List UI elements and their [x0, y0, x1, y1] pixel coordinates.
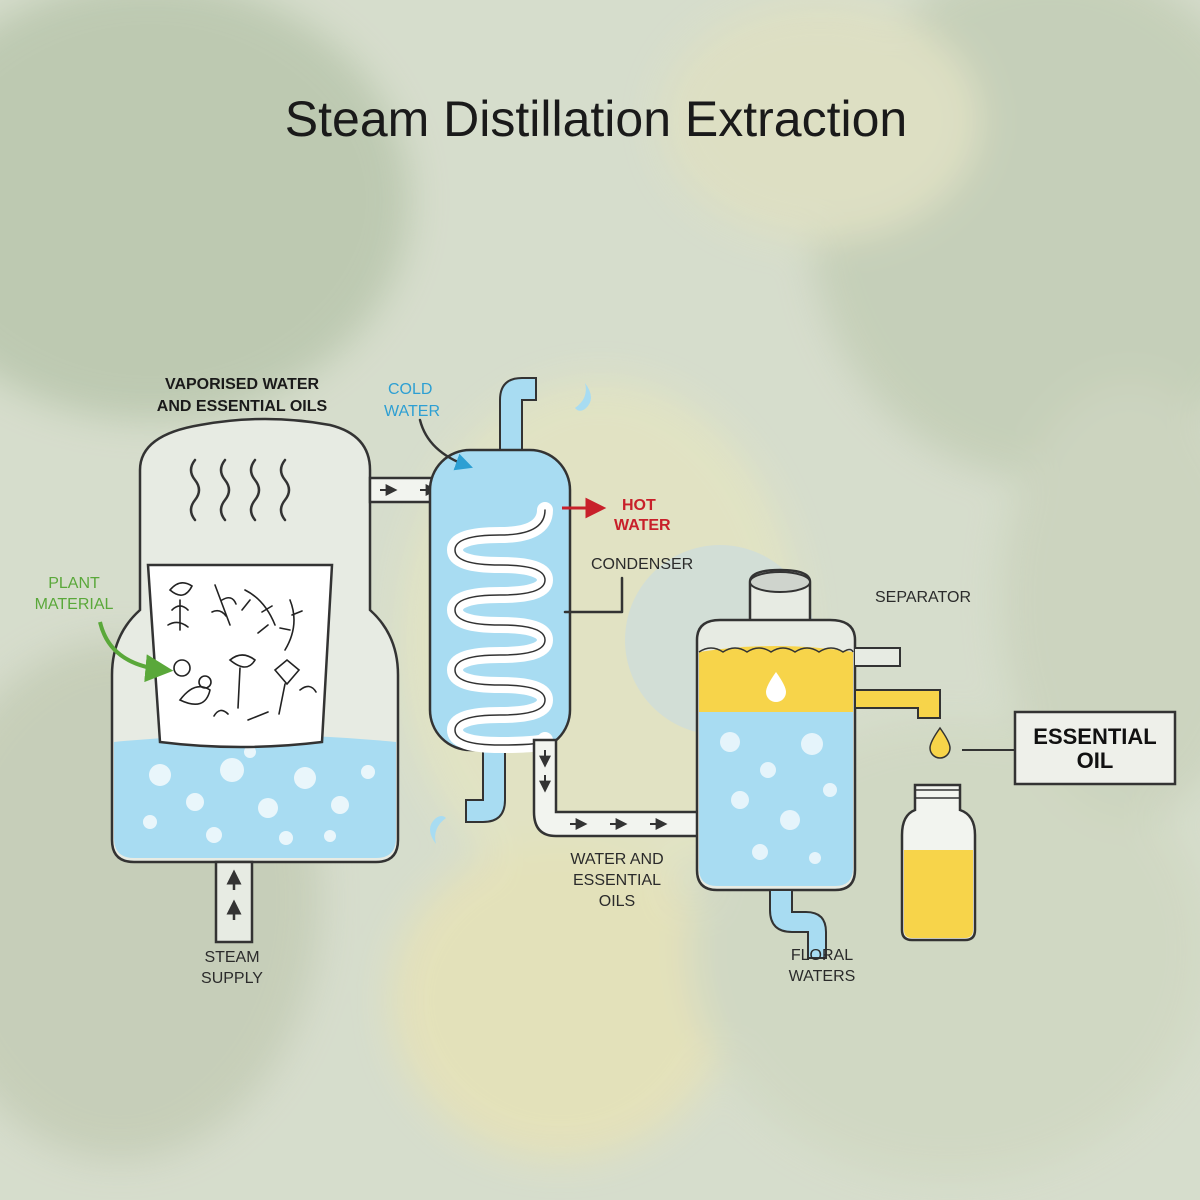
cold-water-arrow [418, 418, 473, 471]
label-vaporised-1: VAPORISED WATER [165, 376, 320, 393]
water-drop-top [575, 383, 591, 411]
label-floral-2: WATERS [789, 968, 856, 985]
page-title: Steam Distillation Extraction [285, 91, 907, 147]
essential-oil-callout: ESSENTIAL OIL [962, 710, 1177, 786]
still-water [114, 735, 396, 858]
plant-basket [146, 563, 334, 749]
label-separator: SEPARATOR [875, 589, 971, 606]
label-condenser: CONDENSER [591, 556, 693, 573]
label-cold-1: COLD [388, 381, 432, 398]
falling-oil-drop [929, 726, 951, 759]
plant-arrow [98, 621, 174, 683]
separator-water [699, 712, 853, 886]
label-essential-oil-1: ESSENTIAL [1033, 724, 1156, 749]
label-floral-1: FLORAL [791, 947, 853, 964]
plant-illustrations [167, 582, 317, 721]
condenser [418, 377, 607, 844]
water-drop-bottom [430, 816, 446, 844]
vapour-lines [189, 458, 291, 522]
label-steam-1: STEAM [204, 949, 259, 966]
label-plant-1: PLANT [48, 575, 100, 592]
label-water-oils-1: WATER AND [570, 851, 663, 868]
steam-bubbles [143, 746, 375, 845]
label-water-oils-2: ESSENTIAL [573, 872, 661, 889]
label-vaporised-2: AND ESSENTIAL OILS [157, 398, 328, 415]
label-hot-2: WATER [614, 517, 671, 534]
condenser-coil [447, 502, 553, 753]
label-steam-2: SUPPLY [201, 970, 263, 987]
condenser-leader [563, 576, 624, 614]
label-plant-2: MATERIAL [35, 596, 114, 613]
oil-bottle [900, 726, 977, 942]
separator [625, 545, 941, 959]
still-vessel [110, 417, 400, 944]
label-cold-2: WATER [384, 403, 440, 420]
label-water-oils-3: OILS [599, 893, 635, 910]
oil-drop-icon [766, 672, 786, 702]
label-hot-1: HOT [622, 497, 656, 514]
label-essential-oil-2: OIL [1077, 748, 1114, 773]
condensate-pipe [532, 738, 702, 838]
